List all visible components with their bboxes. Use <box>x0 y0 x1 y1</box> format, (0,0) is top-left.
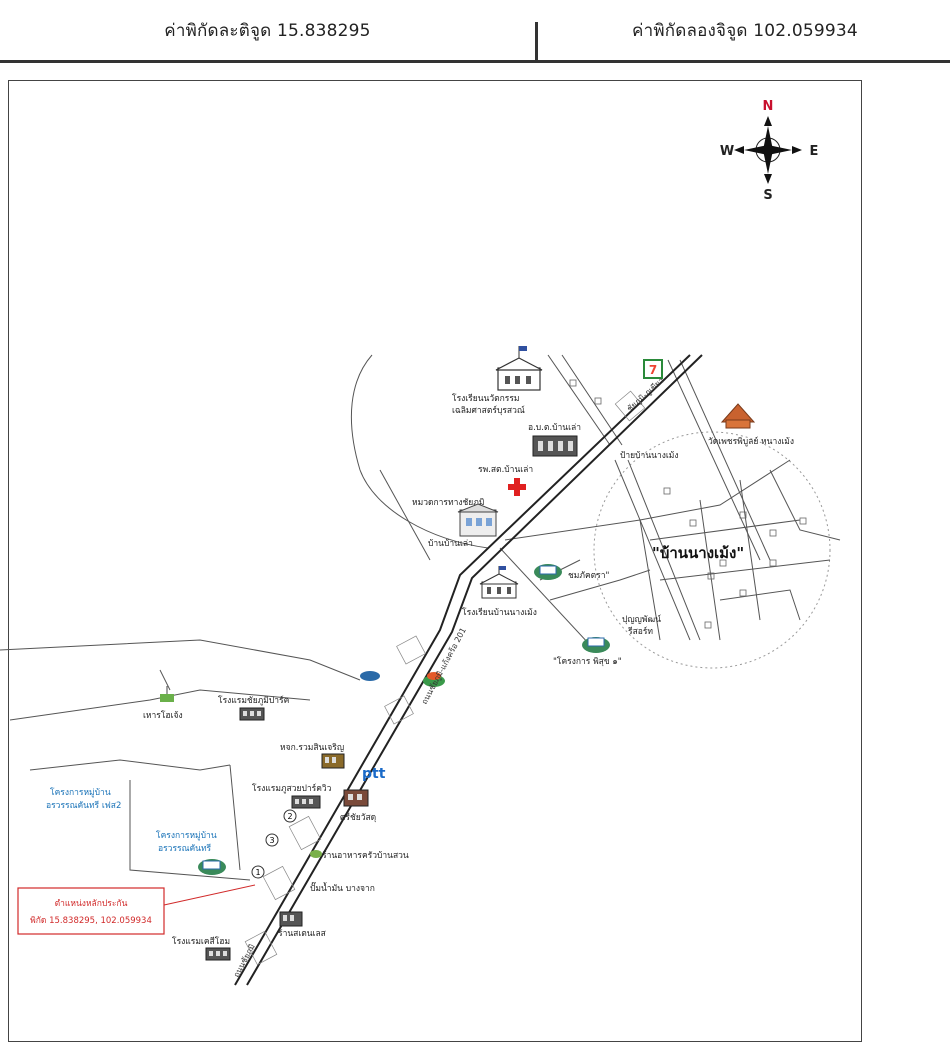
marker-3: 3 <box>269 836 274 845</box>
label-punyaphan: ปุญญพัฒน์ <box>622 614 661 625</box>
hotel-kasi-icon[interactable] <box>205 947 231 961</box>
label-shop-ruam: หจก.รวมสินเจริญ <box>280 743 344 753</box>
sri-chai-icon[interactable] <box>343 789 369 807</box>
label-sri-chai: ศรีชัยวัสดุ <box>340 812 376 823</box>
secondary-roads <box>0 354 841 881</box>
label-land-office: หมวดการทางชัยภูมิ <box>412 498 484 508</box>
label-hotel-phusuai: โรงแรมภูสวยปาร์ควิว <box>252 783 332 794</box>
school-mid-icon[interactable] <box>479 566 519 599</box>
label-temple: วัดเพชรพิบูลย์ หนางเม้ง <box>708 436 794 447</box>
compass-south: S <box>763 188 772 203</box>
steak-icon[interactable] <box>279 911 303 927</box>
label-hotel-chaiyaphum: โรงแรมชัยภูมิปาร์ค <box>218 695 289 706</box>
latitude-label: ค่าพิกัดละติจูด 15.838295 <box>164 20 371 41</box>
label-village-phase2-2: อรวรรณคันทรี เฟส2 <box>46 800 121 811</box>
label-gas-station: ปั๊มน้ำมัน บางจาก <box>310 881 375 894</box>
compass-east: E <box>810 144 819 159</box>
obt-building-icon[interactable] <box>532 435 578 457</box>
label-sign: ป้ายบ้านนางเม้ง <box>620 450 679 461</box>
compass-north: N <box>763 99 774 114</box>
label-land-office-2: บ้านบ้านเล่า <box>428 538 473 549</box>
svg-text:7: 7 <box>649 363 657 377</box>
main-highway <box>234 354 703 986</box>
label-punyaphan-2: รีสอร์ท <box>628 626 654 637</box>
village-name: "บ้านนางเม้ง" <box>652 544 744 562</box>
label-village-a: โครงการหมู่บ้าน <box>156 830 217 841</box>
temple-icon[interactable] <box>720 403 756 429</box>
marker-2: 2 <box>287 812 292 821</box>
label-road-main: ถนนชัยภูมิ-แก้งคร้อ 201 <box>420 626 469 706</box>
location-box-title: ตำแหน่งหลักประกัน <box>55 899 128 909</box>
label-restaurant-garden: ร้านอาหารครัวบ้านสวน <box>322 850 409 861</box>
location-pointer-line <box>163 884 256 906</box>
label-hospital: รพ.สต.บ้านเล่า <box>478 464 533 475</box>
garden-restaurant-icon[interactable] <box>310 850 322 858</box>
markers: 2 3 1 <box>251 809 297 879</box>
label-obt: อ.บ.ต.บ้านเล่า <box>528 422 581 433</box>
label-restaurant: เหารโฮเจ้ง <box>143 710 183 721</box>
coordinates-header: ค่าพิกัดละติจูด 15.838295 ค่าพิกัดลองจิจ… <box>0 0 950 63</box>
location-box-coords: พิกัด 15.838295, 102.059934 <box>30 916 152 926</box>
label-school-top: โรงเรียนนวัตกรรม <box>452 393 520 404</box>
restaurant-icon[interactable] <box>160 686 174 702</box>
hotel-chaiyaphum-icon[interactable] <box>239 707 265 721</box>
label-ptt: ptt <box>362 766 386 782</box>
roadside-logo-icon <box>360 671 445 687</box>
compass-west: W <box>720 144 734 159</box>
label-steak: ร้านสเตนเลส <box>278 928 327 939</box>
label-hotel-kasi: โรงแรมเคสีโฮม <box>172 936 230 947</box>
label-school-top-2: เฉลิมศาสตร์บุรสวณ์ <box>452 405 525 416</box>
label-village-phase2: โครงการหมู่บ้าน <box>50 787 111 798</box>
compass-rose-icon: N S E W <box>720 99 819 203</box>
label-village-a-2: อรวรรณคันทรี <box>158 843 212 854</box>
header-divider <box>535 22 538 60</box>
label-school-mid: โรงเรียนบ้านนางเม้ง <box>462 607 537 618</box>
collateral-location-box[interactable]: ตำแหน่งหลักประกัน พิกัด 15.838295, 102.0… <box>17 887 165 935</box>
shop-ruam-icon[interactable] <box>321 753 345 769</box>
marker-1: 1 <box>255 868 260 877</box>
ptt-logo-icon[interactable]: ptt <box>362 766 386 782</box>
label-project-b: "โครงการ พิสุข ๑" <box>553 656 622 667</box>
roadside-buildings <box>244 390 646 966</box>
village-houses <box>569 379 807 629</box>
project-a-icon[interactable] <box>534 564 562 580</box>
hotel-phusuai-icon[interactable] <box>291 795 321 809</box>
project-b-icon[interactable] <box>582 637 610 653</box>
longitude-label: ค่าพิกัดลองจิจูด 102.059934 <box>632 20 858 41</box>
village-a-icon[interactable] <box>198 859 226 875</box>
hospital-cross-icon[interactable] <box>508 478 526 496</box>
school-top-icon[interactable] <box>495 346 543 391</box>
seven-eleven-icon[interactable]: 7 <box>643 359 663 379</box>
label-project-a: ชมภัคตรา" <box>568 571 610 581</box>
land-office-icon[interactable] <box>457 503 499 537</box>
